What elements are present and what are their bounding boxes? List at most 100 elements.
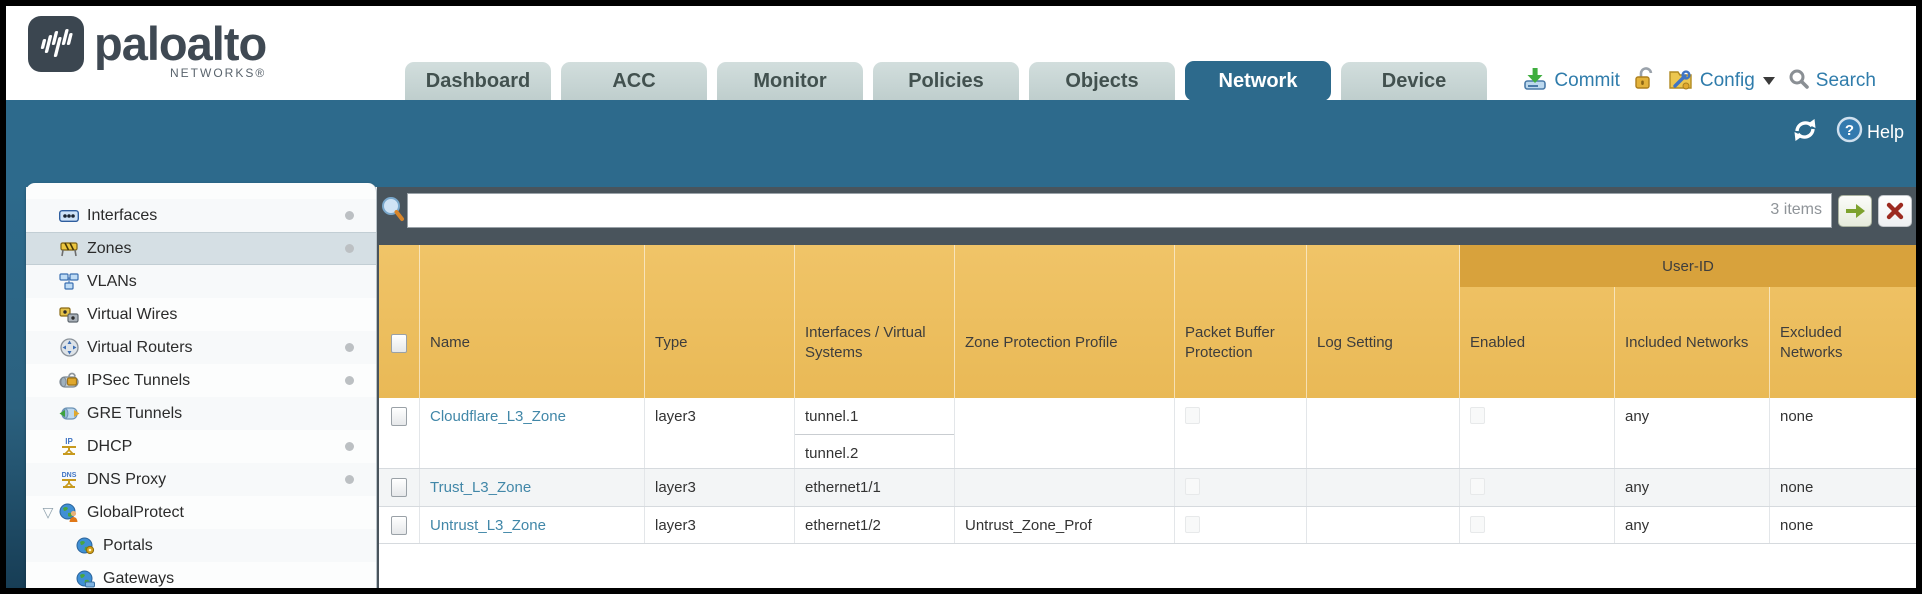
packet-buffer-checkbox	[1185, 516, 1200, 533]
help-icon: ?	[1836, 116, 1863, 148]
tab-device[interactable]: Device	[1341, 62, 1487, 100]
status-dot	[345, 442, 354, 451]
zone-type-cell: layer3	[645, 469, 795, 506]
status-dot	[345, 343, 354, 352]
packet-buffer-protection-cell	[1175, 469, 1307, 506]
included-networks-cell: any	[1615, 507, 1770, 543]
table-row[interactable]: Cloudflare_L3_Zone layer3 tunnel.1 tunne…	[379, 398, 1916, 469]
apply-filter-button[interactable]	[1838, 195, 1872, 227]
sidebar-item-zones[interactable]: Zones	[26, 232, 376, 265]
log-setting-cell	[1307, 469, 1460, 506]
sidebar-item-vlans[interactable]: VLANs	[26, 265, 376, 298]
help-label: Help	[1866, 121, 1904, 142]
zone-protection-profile-cell	[955, 398, 1175, 468]
tab-objects[interactable]: Objects	[1029, 62, 1175, 100]
tab-acc[interactable]: ACC	[561, 62, 707, 100]
column-header-enabled[interactable]: Enabled	[1460, 245, 1615, 398]
tab-policies[interactable]: Policies	[873, 62, 1019, 100]
commit-button[interactable]: Commit	[1522, 67, 1620, 96]
sidebar-item-virtual-wires[interactable]: Virtual Wires	[26, 298, 376, 331]
vlans-icon	[58, 272, 80, 292]
status-dot	[345, 376, 354, 385]
gateways-icon	[74, 569, 96, 589]
virtual-routers-icon	[58, 338, 80, 358]
packet-buffer-checkbox	[1185, 407, 1200, 424]
globalprotect-icon	[58, 503, 80, 523]
column-header-excluded-networks[interactable]: Excluded Networks	[1780, 323, 1843, 361]
tab-network[interactable]: Network	[1185, 61, 1331, 101]
sidebar-item-gre-tunnels[interactable]: GRE Tunnels	[26, 397, 376, 430]
packet-buffer-protection-cell	[1175, 507, 1307, 543]
sidebar-item-dhcp[interactable]: IP DHCP	[26, 430, 376, 463]
included-networks-cell: any	[1615, 398, 1770, 468]
log-setting-cell	[1307, 398, 1460, 468]
column-header-packet-buffer-protection[interactable]: Packet Buffer Protection	[1175, 245, 1307, 398]
table-row[interactable]: Trust_L3_Zone layer3 ethernet1/1 any non…	[379, 469, 1916, 507]
packet-buffer-checkbox	[1185, 478, 1200, 495]
sidebar-item-virtual-routers[interactable]: Virtual Routers	[26, 331, 376, 364]
table-header: User-ID Name Type Interfaces / Virtual S…	[379, 245, 1916, 398]
packet-buffer-protection-cell	[1175, 398, 1307, 468]
enabled-checkbox	[1470, 516, 1485, 533]
help-button[interactable]: ? Help	[1836, 116, 1904, 148]
interfaces-icon	[58, 206, 80, 226]
zone-name-link[interactable]: Cloudflare_L3_Zone	[430, 408, 566, 425]
included-networks-cell: any	[1615, 469, 1770, 506]
column-header-name[interactable]: Name	[420, 245, 645, 398]
row-checkbox[interactable]	[391, 478, 407, 497]
zone-type-cell: layer3	[645, 507, 795, 543]
tab-dashboard[interactable]: Dashboard	[405, 62, 551, 100]
commit-icon	[1522, 67, 1548, 96]
config-menu[interactable]: Config	[1668, 67, 1775, 96]
sidebar-item-gateways[interactable]: Gateways	[26, 562, 376, 588]
main-content: 3 items User-ID Name	[377, 187, 1916, 588]
column-header-log-setting[interactable]: Log Setting	[1307, 245, 1460, 398]
sidebar-item-dns-proxy[interactable]: DNS DNS Proxy	[26, 463, 376, 496]
commit-label: Commit	[1554, 70, 1620, 91]
zone-type-cell: layer3	[645, 398, 795, 468]
sidebar-item-globalprotect[interactable]: ▽ GlobalProtect	[26, 496, 376, 529]
zone-name-link[interactable]: Untrust_L3_Zone	[430, 517, 546, 534]
zone-name-link[interactable]: Trust_L3_Zone	[430, 479, 532, 496]
global-search-button[interactable]: Search	[1788, 68, 1876, 95]
row-checkbox[interactable]	[391, 407, 407, 426]
clear-filter-button[interactable]	[1878, 195, 1912, 227]
network-sidebar: Interfaces Zones	[26, 183, 377, 588]
top-bar: paloalto NETWORKS® Dashboard ACC Monitor…	[6, 6, 1916, 101]
user-id-enabled-cell	[1460, 469, 1615, 506]
zone-protection-profile-cell	[955, 469, 1175, 506]
zone-protection-profile-cell: Untrust_Zone_Prof	[955, 507, 1175, 543]
zones-icon	[58, 239, 80, 259]
gre-tunnels-icon	[58, 404, 80, 424]
config-icon	[1668, 67, 1694, 96]
tab-monitor[interactable]: Monitor	[717, 62, 863, 100]
enabled-checkbox	[1470, 407, 1485, 424]
column-header-type[interactable]: Type	[645, 245, 795, 398]
svg-text:?: ?	[1845, 122, 1854, 139]
row-checkbox[interactable]	[391, 516, 407, 535]
status-dot	[345, 244, 354, 253]
column-header-zone-protection-profile[interactable]: Zone Protection Profile	[955, 245, 1175, 398]
left-edge-strip	[6, 187, 26, 588]
expander-triangle-icon[interactable]: ▽	[42, 504, 54, 520]
sidebar-item-portals[interactable]: Portals	[26, 529, 376, 562]
sidebar-item-interfaces[interactable]: Interfaces	[26, 199, 376, 232]
select-all-checkbox[interactable]	[391, 334, 407, 353]
dns-proxy-icon: DNS	[58, 470, 80, 490]
filter-search-icon	[380, 196, 406, 229]
filter-input[interactable]	[407, 193, 1832, 228]
brand-name: paloalto	[94, 17, 267, 70]
status-dot	[345, 475, 354, 484]
chevron-down-icon	[1762, 77, 1775, 85]
zones-table: User-ID Name Type Interfaces / Virtual S…	[379, 245, 1916, 588]
lock-icon[interactable]	[1633, 66, 1655, 96]
select-all-column-header	[379, 245, 420, 398]
column-header-interfaces[interactable]: Interfaces / Virtual Systems	[795, 245, 955, 398]
refresh-icon[interactable]	[1790, 117, 1820, 148]
sidebar-item-ipsec-tunnels[interactable]: IPSec Tunnels	[26, 364, 376, 397]
zone-interfaces-cell: ethernet1/1	[795, 469, 955, 506]
config-label: Config	[1699, 70, 1755, 91]
status-dot	[345, 211, 354, 220]
table-row[interactable]: Untrust_L3_Zone layer3 ethernet1/2 Untru…	[379, 507, 1916, 544]
column-header-included-networks[interactable]: Included Networks	[1615, 245, 1770, 398]
